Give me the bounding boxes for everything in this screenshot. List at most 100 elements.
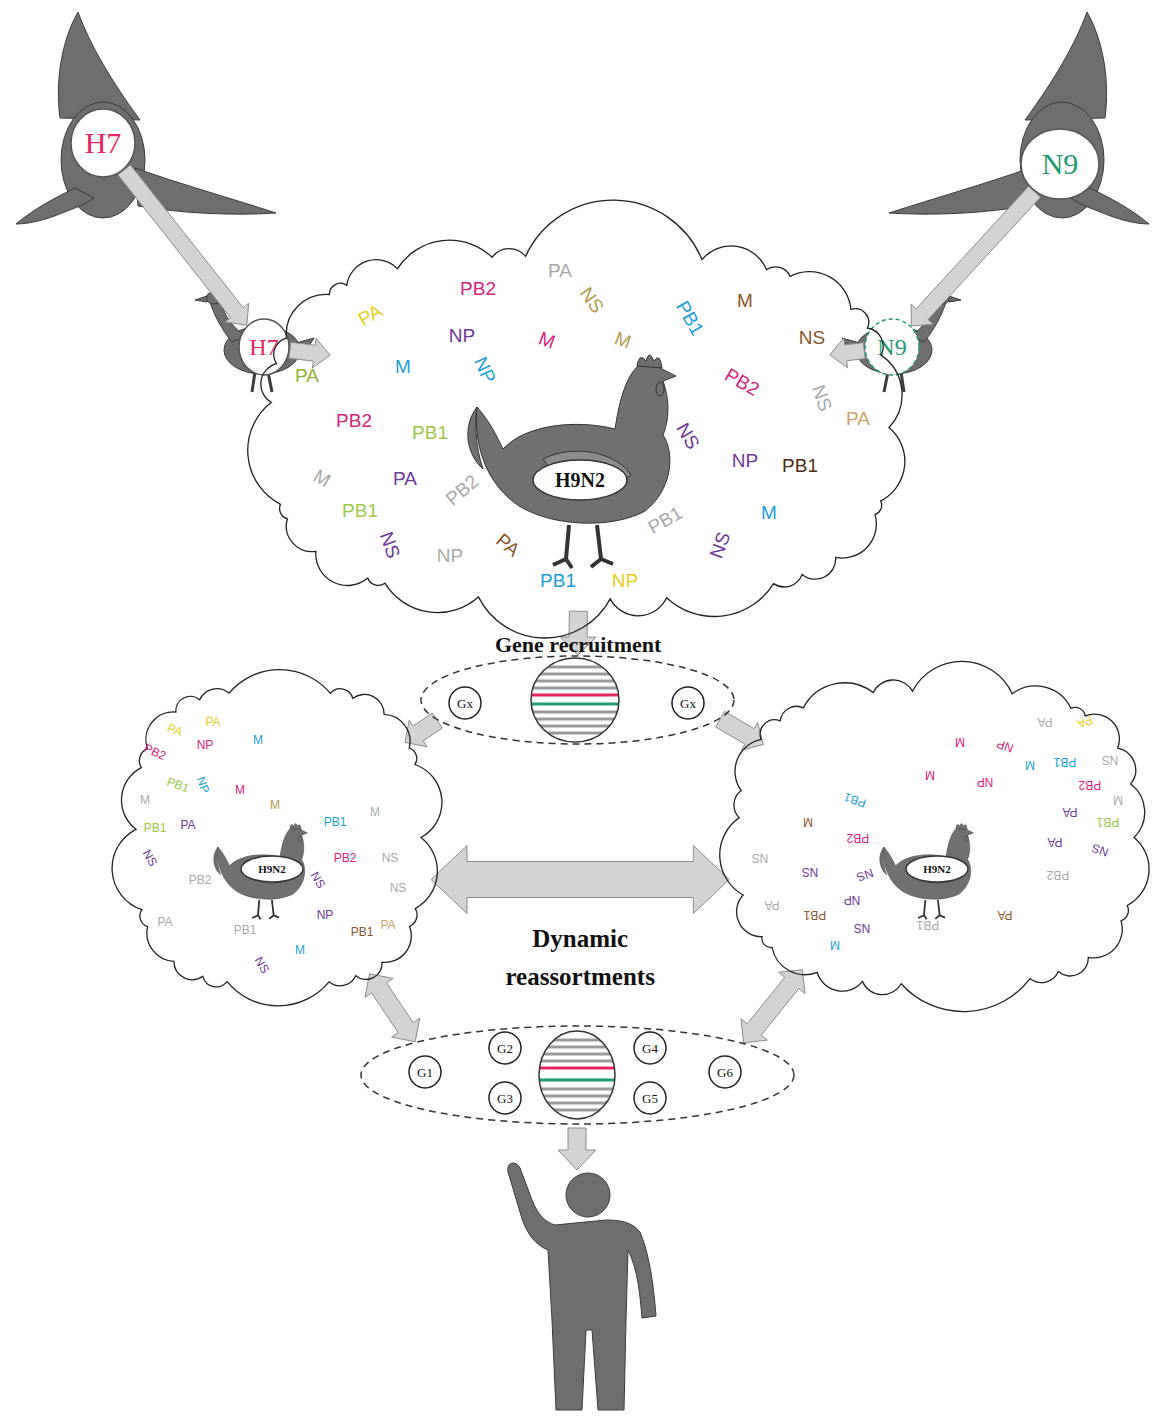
genotype-circle-text: G6 bbox=[717, 1066, 733, 1079]
gene-segment-label: PB1 bbox=[645, 503, 686, 537]
gene-segment-label: NS bbox=[309, 870, 328, 890]
stage-label: Gene recruitment bbox=[495, 632, 661, 658]
ellipse-outline bbox=[865, 319, 919, 375]
genotype-group: G1G2G3G4G5G6 bbox=[360, 1025, 795, 1125]
gene-segment-label: NP bbox=[437, 546, 463, 565]
text-holder: N9 bbox=[864, 318, 920, 376]
gene-segment-label: M bbox=[370, 806, 380, 818]
gene-segment-label: NS bbox=[855, 867, 875, 884]
gene-segment-label: NS bbox=[707, 529, 734, 560]
gene-segment-label: M bbox=[140, 794, 150, 806]
gene-segment-label: PB2 bbox=[336, 411, 372, 430]
gene-segment-label: NS bbox=[799, 328, 825, 347]
host-oval-text: H9N2 bbox=[555, 470, 605, 490]
chicken-host bbox=[880, 824, 974, 920]
flow-arrow bbox=[741, 970, 805, 1043]
gene-segment-label: NP bbox=[195, 775, 212, 795]
gene-segment-label: M bbox=[955, 736, 965, 748]
goose-n9-donor bbox=[889, 12, 1149, 224]
cloud-outline bbox=[720, 661, 1149, 1011]
gene-segment-label: M bbox=[295, 944, 305, 956]
gene-segment-label: M bbox=[1025, 759, 1035, 771]
gene-segment-label: NP bbox=[471, 354, 499, 386]
ellipse-outline bbox=[241, 856, 303, 882]
gene-segment-label: PB1 bbox=[234, 924, 257, 936]
gene-segment-label: M bbox=[737, 291, 753, 310]
genome-circle bbox=[531, 658, 619, 742]
gene-segment-label: M bbox=[310, 466, 333, 490]
gene-segment-label: NP bbox=[732, 451, 758, 470]
gene-segment-label: NP bbox=[612, 571, 638, 590]
subtype-oval: H7 bbox=[70, 108, 136, 178]
gene-segment-label: NS bbox=[390, 882, 407, 894]
host-oval-text: H9N2 bbox=[923, 864, 951, 875]
text-holder: H7 bbox=[238, 318, 290, 376]
gene-segment-label: PB2 bbox=[442, 471, 482, 509]
gene-segment-label: PA bbox=[846, 409, 870, 428]
gene-segment-label: PB1 bbox=[412, 423, 448, 442]
h7-segment-line bbox=[528, 694, 623, 697]
gene-segment-label: PA bbox=[493, 530, 524, 560]
gene-segment-label: NS bbox=[1102, 754, 1119, 766]
text-holder: N9 bbox=[1020, 128, 1100, 200]
gene-segment-label: M bbox=[761, 503, 777, 522]
text-holder: G3 bbox=[488, 1081, 522, 1115]
genome-segment-lines bbox=[528, 667, 623, 733]
gene-segment-label: NS bbox=[1090, 842, 1110, 859]
domestic-goose bbox=[842, 292, 961, 392]
gene-segment-label: PB1 bbox=[917, 919, 940, 931]
text-holder: H9N2 bbox=[240, 855, 304, 883]
stage-label: Dynamic reassortments bbox=[465, 920, 695, 996]
ellipse-outline bbox=[239, 319, 289, 375]
gene-segment-label: PA bbox=[166, 722, 184, 738]
genotype-circle: G1 bbox=[408, 1055, 442, 1089]
text-holder: G1 bbox=[408, 1055, 442, 1089]
gene-segment-label: PA bbox=[157, 916, 172, 928]
gene-segment-label: PB1 bbox=[804, 909, 827, 921]
gene-segment-label: PB1 bbox=[324, 816, 347, 828]
gene-segment-label: PA bbox=[295, 366, 319, 385]
gene-segment-label: NS bbox=[752, 852, 769, 864]
gene-segment-label: M bbox=[270, 799, 280, 811]
gene-segment-label: M bbox=[235, 784, 245, 796]
gene-pool-cloud: PAPAMNPNSMPB1PB2MNPMPB1PAPB1MPB2NSNSPAPB… bbox=[728, 680, 1145, 995]
genome-stripes bbox=[528, 655, 623, 747]
ellipse-outline bbox=[449, 687, 481, 719]
gene-segment-label: PA bbox=[1047, 836, 1062, 848]
subtype-oval: H7 bbox=[238, 318, 290, 376]
gene-segment-label: PB1 bbox=[842, 790, 867, 809]
ellipse-outline bbox=[709, 1056, 741, 1088]
gene-segment-label: M bbox=[536, 328, 557, 351]
gene-segment-label: PB1 bbox=[165, 775, 190, 794]
chicken-host bbox=[468, 355, 676, 568]
gene-segment-label: PB1 bbox=[1097, 816, 1120, 828]
gene-segment-label: PB2 bbox=[1047, 869, 1070, 881]
genotype-circle-text: G2 bbox=[497, 1042, 513, 1055]
genotype-circle: G6 bbox=[708, 1055, 742, 1089]
n9-segment-line bbox=[528, 703, 623, 706]
gene-segment-label: NS bbox=[377, 529, 404, 560]
genotype-circle: G2 bbox=[488, 1031, 522, 1065]
arrow-to-human bbox=[558, 1128, 596, 1170]
text-holder: G6 bbox=[708, 1055, 742, 1089]
gene-segment-label: PA bbox=[180, 819, 195, 831]
genotype-circle: Gx bbox=[671, 686, 705, 720]
subtype-oval: N9 bbox=[1020, 128, 1100, 200]
gene-segment-label: PA bbox=[205, 716, 220, 728]
gene-segment-label: PB2 bbox=[189, 874, 212, 886]
gene-segment-label: NS bbox=[253, 955, 272, 975]
gene-segment-label: PA bbox=[548, 261, 572, 280]
subtype-oval: N9 bbox=[864, 318, 920, 376]
gene-segment-label: NP bbox=[995, 738, 1015, 755]
text-holder: G5 bbox=[633, 1081, 667, 1115]
ellipse-outline bbox=[489, 1082, 521, 1114]
gene-pool-cloud: PAPANPPB2MPB1NPMMPB1PANSPB2MPB1MPB2NSNSN… bbox=[125, 680, 432, 995]
genome-background bbox=[536, 1029, 618, 1121]
genome-segment-lines bbox=[536, 1040, 618, 1110]
gene-segment-label: PB1 bbox=[1054, 756, 1077, 768]
flow-arrow bbox=[289, 338, 330, 368]
text-holder: H9N2 bbox=[905, 855, 969, 883]
gene-segment-label: M bbox=[395, 357, 411, 376]
